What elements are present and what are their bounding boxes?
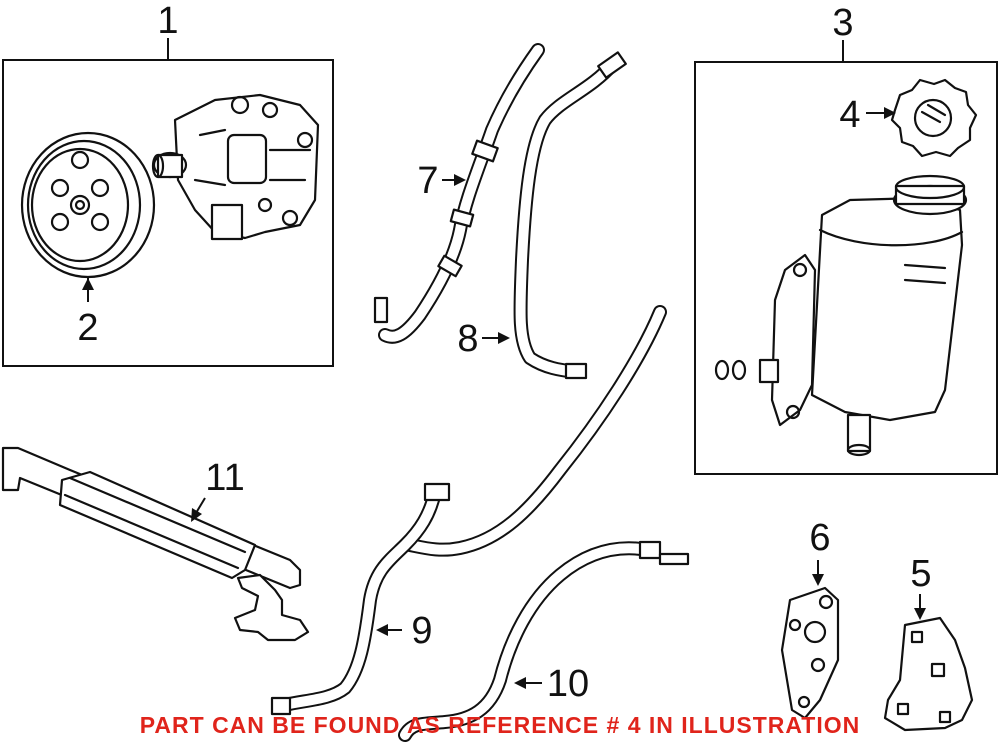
callout-6: 6 bbox=[809, 517, 830, 559]
callout-3: 3 bbox=[832, 2, 853, 44]
callout-2: 2 bbox=[77, 307, 98, 349]
group-box-3 bbox=[694, 61, 998, 475]
arrow-5 bbox=[914, 608, 926, 620]
callout-1: 1 bbox=[157, 0, 178, 42]
arrow-6 bbox=[812, 574, 824, 586]
callout-4: 4 bbox=[839, 94, 860, 136]
callout-5: 5 bbox=[910, 553, 931, 595]
arrow-4 bbox=[884, 107, 896, 119]
cap-4-part bbox=[890, 78, 978, 158]
bracket-6-part bbox=[780, 586, 840, 720]
arrow-11 bbox=[191, 508, 202, 522]
callout-9: 9 bbox=[411, 610, 432, 652]
arrow-8 bbox=[498, 332, 510, 344]
callout-10: 10 bbox=[547, 663, 589, 705]
callout-11: 11 bbox=[205, 457, 244, 499]
reference-footnote: PART CAN BE FOUND AS REFERENCE # 4 IN IL… bbox=[139, 712, 861, 738]
arrow-9 bbox=[376, 624, 388, 636]
hose-8-part bbox=[513, 51, 627, 380]
hose-7-part bbox=[373, 43, 545, 344]
arrow-7 bbox=[454, 174, 466, 186]
arrow-2 bbox=[82, 278, 94, 290]
reservoir-part bbox=[714, 174, 968, 457]
pump-body-part bbox=[151, 93, 320, 241]
bracket-5-part bbox=[883, 616, 974, 732]
arrow-10 bbox=[514, 677, 526, 689]
callout-7: 7 bbox=[417, 160, 438, 202]
callout-8: 8 bbox=[457, 318, 478, 360]
hose-10-part bbox=[398, 540, 690, 742]
pulley-part bbox=[20, 131, 156, 279]
hose-9-part bbox=[270, 305, 667, 716]
cooler-11-part bbox=[1, 446, 310, 642]
